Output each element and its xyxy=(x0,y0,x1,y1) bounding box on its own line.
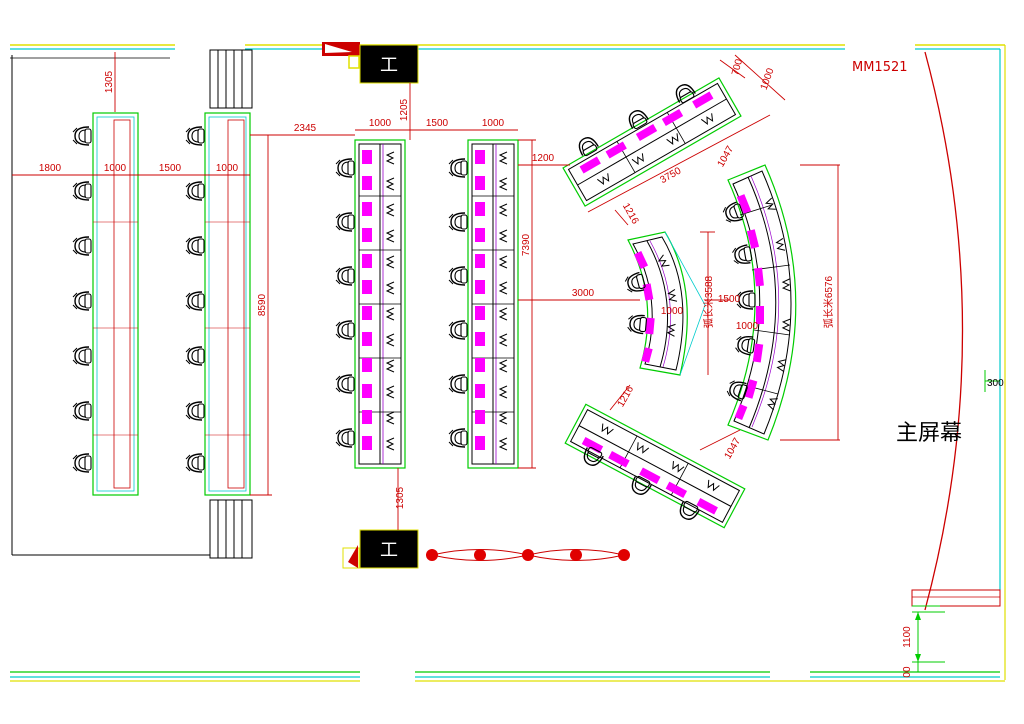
dim-1305-bottom: 1305 xyxy=(395,486,406,509)
chairs-angled-top xyxy=(575,80,697,158)
dim-1047-bottom: 1047 xyxy=(723,436,744,461)
cable-chain xyxy=(426,549,630,561)
dim-00: 00 xyxy=(902,666,913,678)
table-row-1 xyxy=(92,112,139,496)
dim-2345: 2345 xyxy=(294,123,317,134)
main-screen xyxy=(911,51,1001,672)
chairs-row-3 xyxy=(335,158,355,448)
table-row-2 xyxy=(204,112,251,496)
dim-1500-b: 1500 xyxy=(426,118,449,129)
chairs-row-1 xyxy=(72,126,92,473)
dimension-lines xyxy=(12,52,840,530)
dim-3000: 3000 xyxy=(572,288,595,299)
chairs-row-4 xyxy=(448,158,468,448)
dim-1000-b: 1000 xyxy=(216,163,239,174)
dim-1000-f: 1000 xyxy=(736,321,759,332)
dim-1047-top: 1047 xyxy=(716,144,737,169)
dim-1500-c: 1500 xyxy=(718,294,741,305)
dim-8590: 8590 xyxy=(257,293,268,316)
dim-1800: 1800 xyxy=(39,163,62,174)
desk-curved-large xyxy=(720,164,797,441)
dim-1216-top: 1216 xyxy=(620,201,641,226)
dim-3750: 3750 xyxy=(658,165,683,186)
dim-1000-c: 1000 xyxy=(369,118,392,129)
dim-1500-a: 1500 xyxy=(159,163,182,174)
steps-bottom xyxy=(209,499,253,559)
dimension-labels: 1305 1800 1000 1500 1000 8590 2345 1000 … xyxy=(39,57,1004,677)
dim-7390: 7390 xyxy=(521,233,532,256)
desk-angled-bottom xyxy=(564,403,746,529)
chairs-row-2 xyxy=(185,126,205,473)
desk-row-3 xyxy=(354,139,406,469)
dim-1000-top: 1000 xyxy=(759,66,777,91)
dim-1305-top: 1305 xyxy=(104,70,115,93)
arc-length-large: 弧长米6576 xyxy=(822,275,835,328)
dim-300: 300 xyxy=(987,378,1004,389)
console-top-label: 工 xyxy=(380,55,398,76)
dim-700: 700 xyxy=(730,57,745,76)
chairs-angled-bottom xyxy=(580,445,701,524)
drawing-code: MM1521 xyxy=(852,60,908,75)
arc-length-small: 弧长米3588 xyxy=(702,275,715,328)
dim-1100: 1100 xyxy=(902,626,913,648)
dim-1200: 1200 xyxy=(532,153,555,164)
desk-angled-top xyxy=(562,77,742,207)
steps-top xyxy=(209,49,253,109)
dim-1000-a: 1000 xyxy=(104,163,127,174)
dim-1000-d: 1000 xyxy=(482,118,505,129)
console-top: 工 xyxy=(322,42,419,84)
dim-1216-bottom: 1216 xyxy=(616,384,637,409)
console-bottom-label: 工 xyxy=(380,540,398,561)
dim-1205: 1205 xyxy=(399,98,410,121)
desk-row-4 xyxy=(467,139,519,469)
screen-label: 主屏幕 xyxy=(896,421,962,446)
console-bottom: 工 xyxy=(342,529,419,569)
dim-1000-e: 1000 xyxy=(661,306,684,317)
desk-curved-small xyxy=(623,231,706,376)
desk-accents-mid xyxy=(362,150,485,450)
